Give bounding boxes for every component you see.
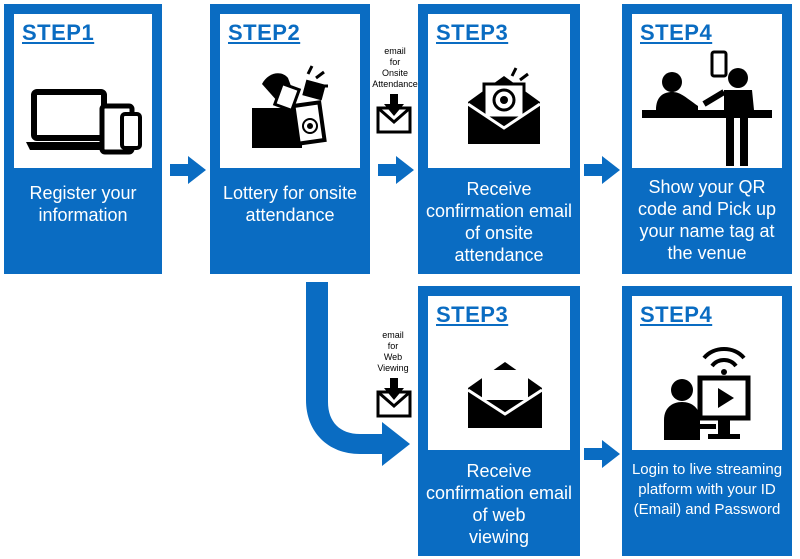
email-note-onsite-line: email bbox=[384, 46, 406, 56]
step4-onsite-panel: STEP4 bbox=[632, 14, 782, 168]
arrow-step2-step3 bbox=[378, 156, 414, 184]
step1-label: STEP1 bbox=[22, 20, 95, 45]
arrow-step3-web-step4-web bbox=[584, 440, 620, 468]
email-note-web: email for Web Viewing bbox=[370, 330, 416, 374]
email-note-web-line: for bbox=[387, 341, 399, 351]
email-note-onsite: email for Onsite Attendance bbox=[372, 46, 418, 90]
arrow-step1-step2 bbox=[170, 156, 206, 184]
step3-onsite-caption-line: attendance bbox=[454, 245, 544, 265]
email-note-onsite-line: Attendance bbox=[372, 79, 418, 89]
step3-web-caption-line: confirmation email bbox=[425, 483, 573, 503]
step4-onsite-caption-line: the venue bbox=[667, 243, 747, 263]
step3-onsite-caption-line: Receive bbox=[466, 179, 532, 199]
step4-web-caption-line: (Email) and Password bbox=[633, 501, 781, 518]
email-note-onsite-line: for bbox=[389, 57, 401, 67]
step3-web-caption-line: Receive bbox=[466, 461, 532, 481]
step3-web-caption-line: viewing bbox=[468, 527, 530, 547]
email-note-onsite-line: Onsite bbox=[381, 68, 408, 78]
envelope-open-target-icon bbox=[467, 67, 541, 144]
step3-onsite-caption-line: of onsite bbox=[464, 223, 534, 243]
envelope-open-icon bbox=[467, 362, 543, 428]
step4-web-label: STEP4 bbox=[640, 302, 713, 327]
step1-caption-line: information bbox=[38, 205, 128, 225]
live-streaming-icon bbox=[664, 347, 751, 440]
step4-onsite-caption-line: your name tag at bbox=[639, 221, 775, 241]
email-note-web-line: Web bbox=[383, 352, 403, 362]
step1-caption-line: Register your bbox=[29, 183, 137, 203]
step2-caption-line: attendance bbox=[245, 205, 335, 225]
email-note-web-line: Viewing bbox=[377, 363, 409, 373]
step2-card: STEP2 Lottery for onsite attendance bbox=[210, 4, 370, 274]
step3-onsite-caption-line: confirmation email bbox=[425, 201, 573, 221]
step2-caption-line: Lottery for onsite bbox=[222, 183, 358, 203]
step4-onsite-card: STEP4 Show your QR code and Pick up your… bbox=[622, 4, 792, 274]
reception-desk-icon bbox=[642, 50, 772, 166]
email-note-web-line: email bbox=[382, 330, 404, 340]
mail-download-icon bbox=[376, 94, 412, 134]
ballot-box-icon bbox=[252, 65, 328, 148]
step4-web-caption: Login to live streaming platform with yo… bbox=[626, 460, 788, 520]
arrow-step3-step4 bbox=[584, 156, 620, 184]
step3-web-card: STEP3 Receive confirmation email of web … bbox=[418, 286, 580, 556]
step3-web-caption: Receive confirmation email of web viewin… bbox=[422, 460, 576, 548]
step4-web-caption-line: platform with your ID bbox=[638, 481, 776, 498]
step3-onsite-card: STEP3 Receive confirmation email of onsi… bbox=[418, 4, 580, 274]
step4-web-card: STEP4 Login to live streaming platform w… bbox=[622, 286, 792, 556]
step1-caption: Register your information bbox=[8, 182, 158, 226]
step1-panel: STEP1 bbox=[14, 14, 152, 168]
step3-onsite-caption: Receive confirmation email of onsite att… bbox=[422, 178, 576, 266]
devices-icon bbox=[26, 89, 142, 155]
step4-onsite-caption-line: Show your QR bbox=[648, 177, 766, 197]
step4-onsite-caption: Show your QR code and Pick up your name … bbox=[626, 176, 788, 264]
step2-panel: STEP2 bbox=[220, 14, 360, 168]
step4-web-caption-line: Login to live streaming bbox=[631, 461, 783, 478]
step3-onsite-label: STEP3 bbox=[436, 20, 509, 45]
step2-caption: Lottery for onsite attendance bbox=[214, 182, 366, 226]
branch-arrow-web bbox=[306, 282, 410, 466]
step3-onsite-panel: STEP3 bbox=[428, 14, 570, 168]
step3-web-caption-line: of web bbox=[472, 505, 526, 525]
mail-download-icon bbox=[376, 378, 412, 418]
step1-card: STEP1 Register your information bbox=[4, 4, 162, 274]
step3-web-panel: STEP3 bbox=[428, 296, 570, 450]
step4-onsite-caption-line: code and Pick up bbox=[637, 199, 777, 219]
step3-web-label: STEP3 bbox=[436, 302, 509, 327]
step4-web-panel: STEP4 bbox=[632, 296, 782, 450]
step4-onsite-label: STEP4 bbox=[640, 20, 713, 45]
step2-label: STEP2 bbox=[228, 20, 301, 45]
